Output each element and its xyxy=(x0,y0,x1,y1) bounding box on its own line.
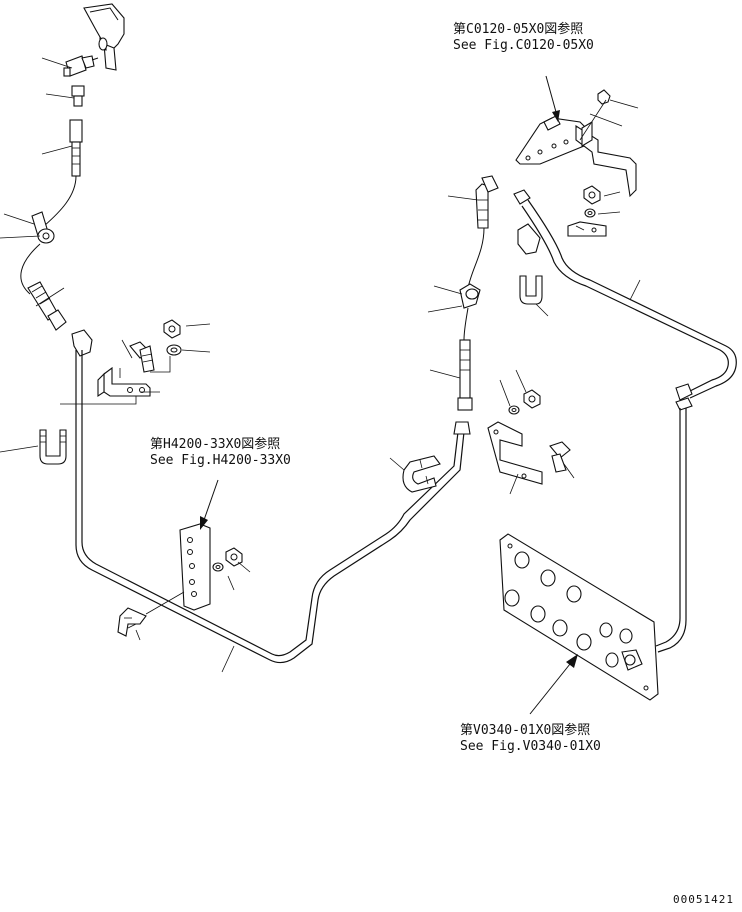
upper-right-bracket xyxy=(515,115,637,198)
bracket-center xyxy=(487,421,543,485)
reference-note-v0340-en: See Fig.V0340-01X0 xyxy=(460,739,601,754)
u-clip-left xyxy=(39,429,67,465)
mounting-plate-center xyxy=(179,523,211,611)
washer-mid-right xyxy=(584,208,596,218)
u-clip-upper-right xyxy=(519,275,543,305)
reference-note-v0340-jp: 第V0340-01X0図参照 xyxy=(460,723,591,738)
nut-left xyxy=(163,319,181,339)
bolt-center xyxy=(549,441,571,473)
reference-note-c0120-jp: 第C0120-05X0図参照 xyxy=(453,22,584,37)
right-long-tube xyxy=(521,199,737,399)
reference-note-h4200-jp: 第H4200-33X0図参照 xyxy=(150,437,281,452)
bracket-left xyxy=(97,366,151,398)
hose-fitting xyxy=(69,119,83,177)
center-hose-assembly xyxy=(457,175,499,411)
reference-note-v0340: 第V0340-01X0図参照 See Fig.V0340-01X0 xyxy=(460,723,601,755)
threaded-fitting xyxy=(27,281,67,331)
reference-note-c0120-en: See Fig.C0120-05X0 xyxy=(453,38,594,53)
arrow-h4200 xyxy=(200,479,219,530)
reference-note-h4200: 第H4200-33X0図参照 See Fig.H4200-33X0 xyxy=(150,437,291,469)
nut-center xyxy=(225,547,243,567)
nut-mid-right xyxy=(583,185,601,205)
washer-left xyxy=(166,344,182,356)
connector-fitting xyxy=(63,55,99,77)
arrow-c0120 xyxy=(545,75,560,122)
arrow-v0340 xyxy=(529,654,578,715)
reference-note-h4200-en: See Fig.H4200-33X0 xyxy=(150,453,291,468)
bolt-left xyxy=(129,341,155,373)
long-tube xyxy=(75,350,465,664)
small-bracket-right xyxy=(567,221,607,237)
wire-clamp xyxy=(31,211,55,244)
nut-upper-right xyxy=(597,89,611,105)
u-clip-center-right xyxy=(402,455,441,493)
washer-center xyxy=(212,562,224,572)
sender-unit xyxy=(83,3,125,71)
leader-lines xyxy=(0,57,641,673)
nut-center-right xyxy=(523,389,541,409)
tube-to-panel xyxy=(655,408,687,653)
washer-center-right xyxy=(508,405,520,415)
tube-clamp-upper xyxy=(517,223,541,255)
gauge-panel xyxy=(499,533,659,701)
drawing-number: 00051421 xyxy=(673,893,734,906)
adapter-fitting xyxy=(71,85,85,107)
u-clip-center xyxy=(117,607,147,637)
reference-note-c0120: 第C0120-05X0図参照 See Fig.C0120-05X0 xyxy=(453,22,594,54)
left-sender-assembly xyxy=(20,3,125,357)
